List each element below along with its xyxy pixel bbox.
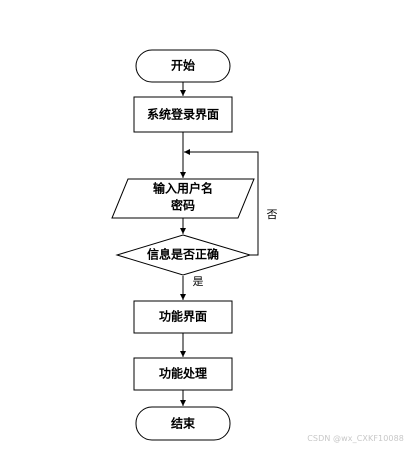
start-node: 开始 [135, 49, 231, 83]
login-screen-node: 系统登录界面 [133, 96, 233, 133]
flow-edges [180, 82, 259, 406]
function-handle-node: 功能处理 [133, 357, 233, 391]
end-node: 结束 [135, 406, 231, 441]
csdn-watermark: CSDN @wx_CXKF10088 [307, 434, 404, 443]
decision-label: 信息是否正确 [147, 247, 219, 262]
edge-decision-no-loop [184, 149, 259, 256]
decision-node: 信息是否正确 [115, 234, 252, 276]
login-screen-label: 系统登录界面 [147, 107, 219, 122]
input-line1-label: 输入用户名 [153, 181, 213, 196]
yes-branch-label: 是 [193, 275, 204, 288]
end-label: 结束 [171, 416, 196, 431]
start-label: 开始 [171, 58, 195, 73]
function-screen-node: 功能界面 [133, 300, 233, 334]
function-handle-label: 功能处理 [159, 366, 207, 381]
no-branch-label: 否 [267, 208, 278, 221]
input-credentials-node: 输入用户名 密码 [111, 178, 255, 219]
input-line2-label: 密码 [171, 198, 195, 213]
function-screen-label: 功能界面 [159, 309, 207, 324]
